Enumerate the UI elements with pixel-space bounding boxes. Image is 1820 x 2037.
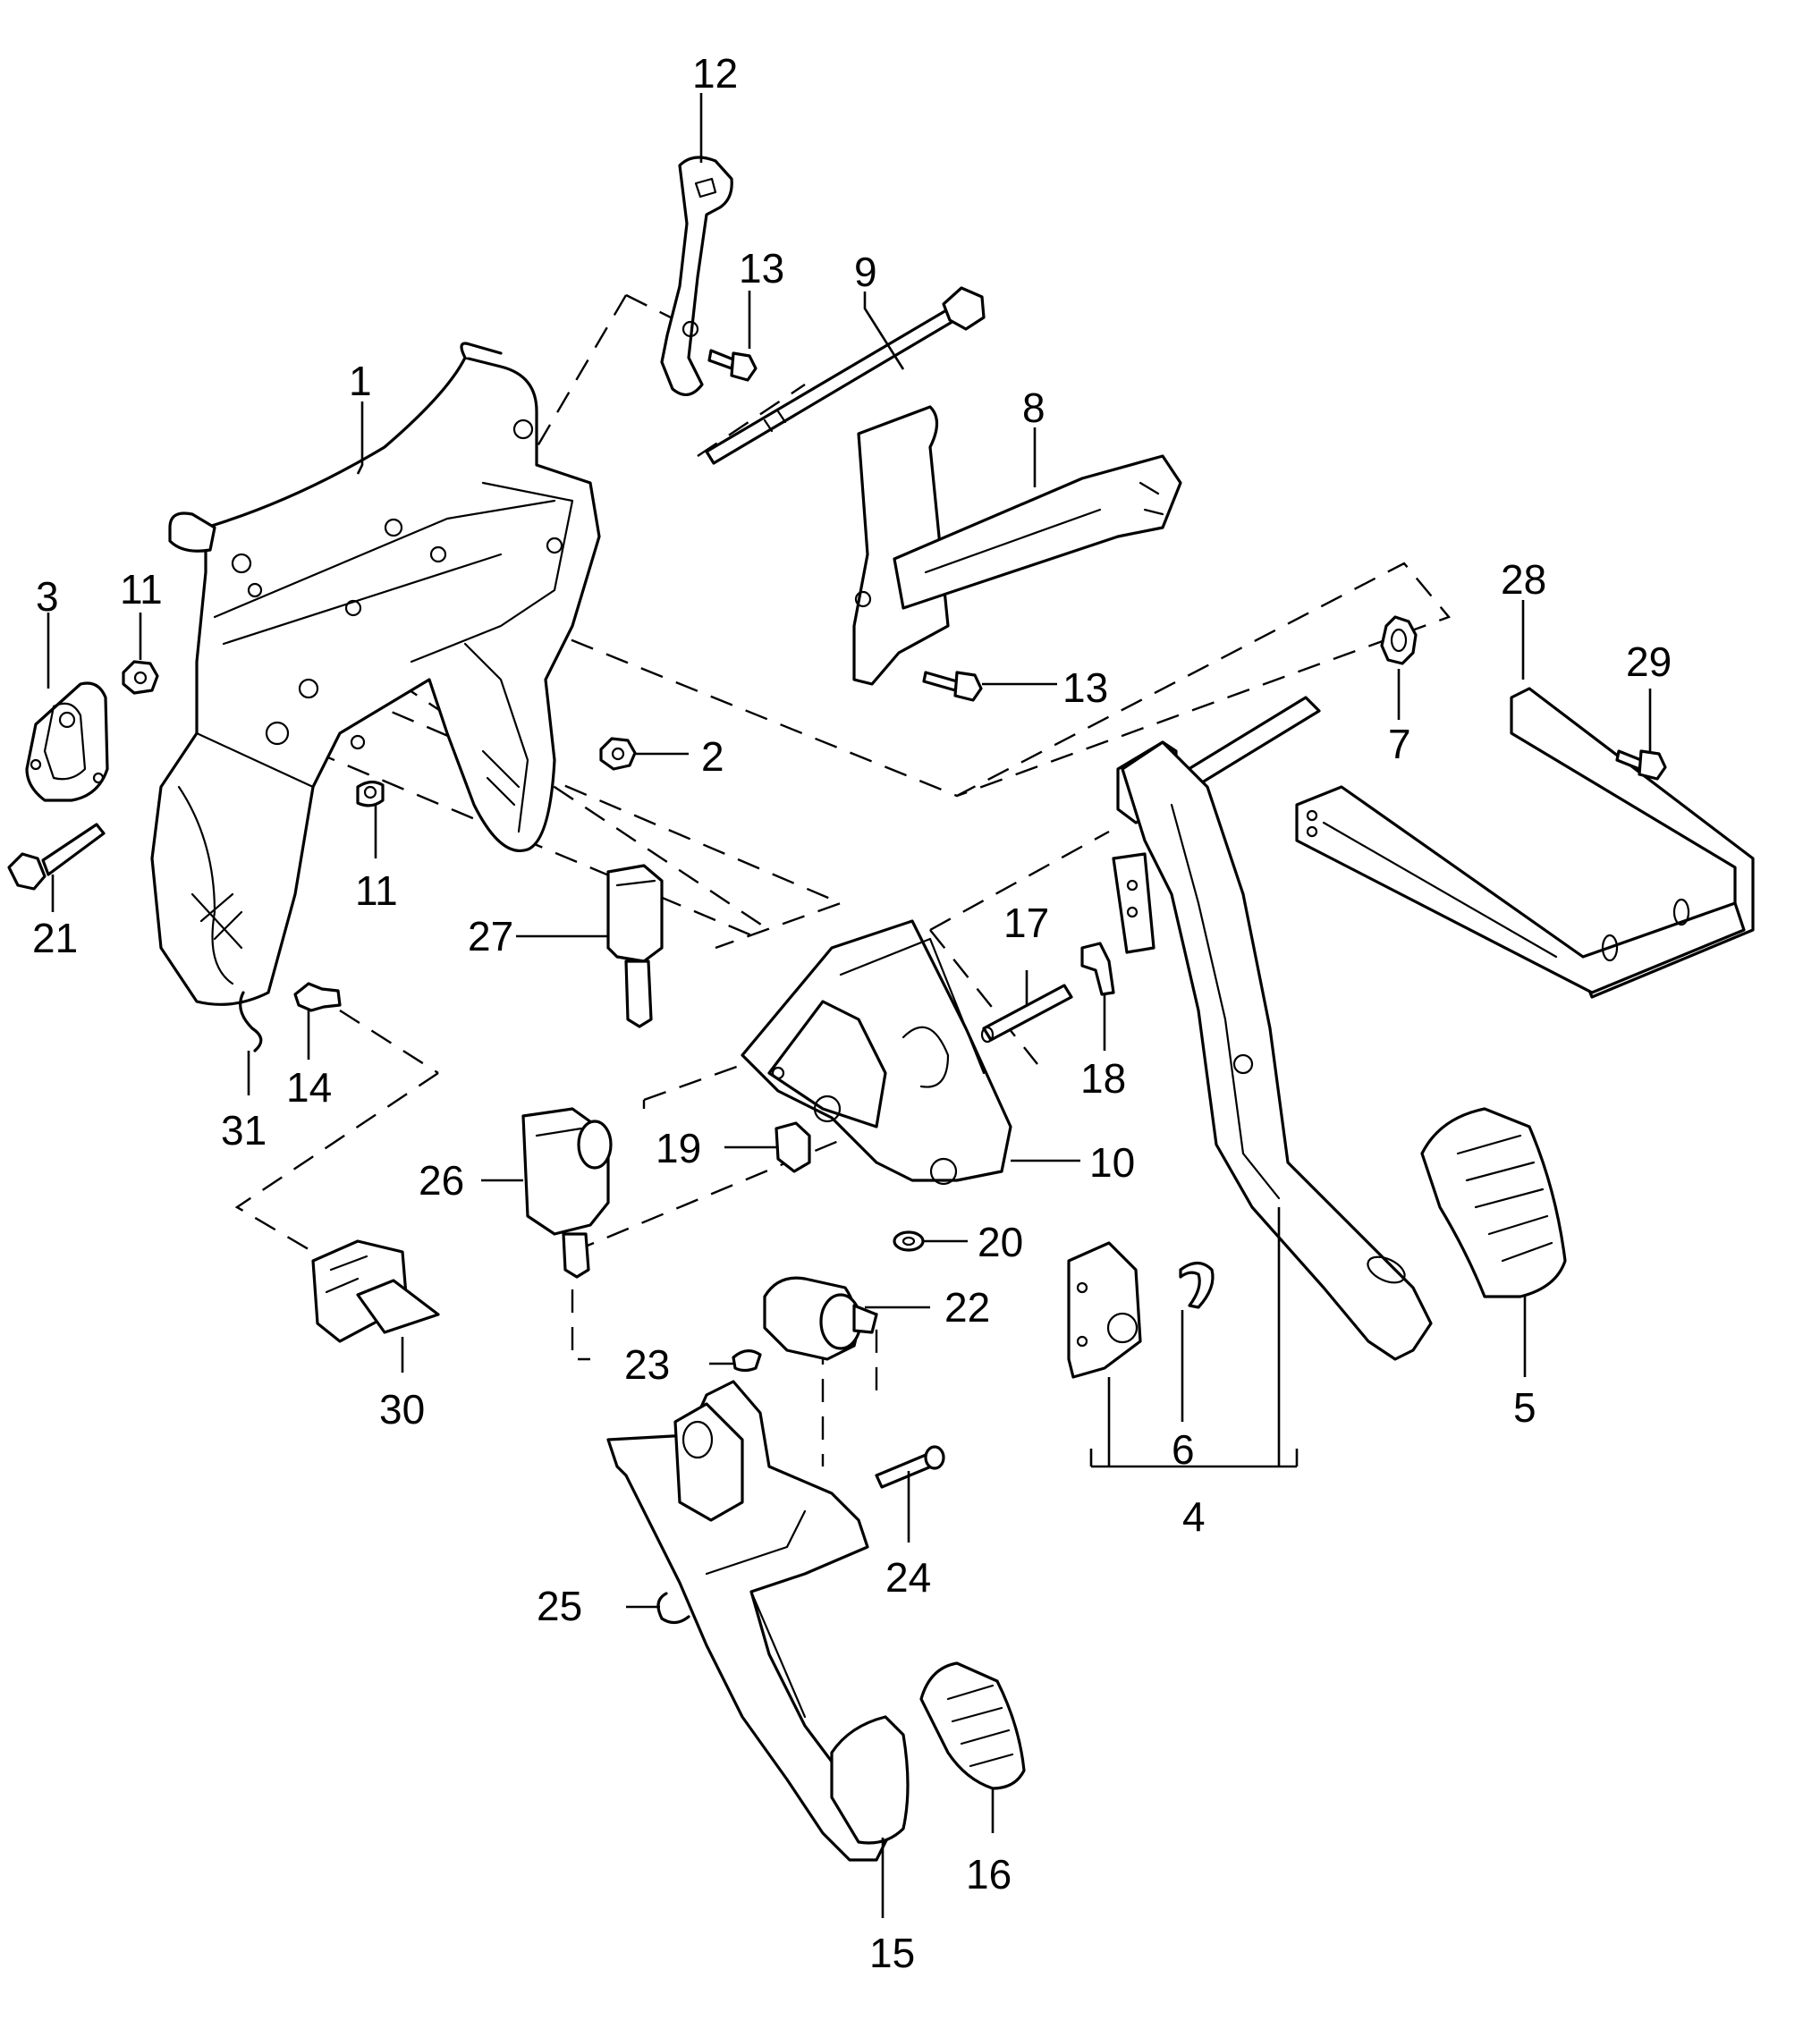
- pedal-pad-part-16: [919, 1661, 1026, 1790]
- bolt-part-13-lower: [922, 671, 983, 702]
- clip-part-6: [1179, 1261, 1215, 1309]
- callout-labels: 12 13 9 8 1 3 11 11 2 21 13 7 28 29 27 1…: [32, 50, 1672, 1976]
- callout-11-upper: 11: [120, 566, 163, 613]
- callout-28: 28: [1501, 556, 1546, 603]
- callout-14: 14: [286, 1064, 332, 1111]
- callout-1: 1: [349, 358, 372, 404]
- callout-21: 21: [32, 915, 78, 961]
- callout-30: 30: [379, 1386, 425, 1433]
- callout-16: 16: [966, 1851, 1012, 1898]
- callout-29: 29: [1626, 638, 1672, 685]
- switch-part-27: [606, 864, 664, 1028]
- clip-part-18: [1080, 942, 1115, 996]
- callout-13-upper: 13: [739, 245, 784, 292]
- callout-23: 23: [624, 1341, 670, 1388]
- spring-clip-part-31: [239, 991, 263, 1052]
- gasket-plate-part: [25, 681, 109, 802]
- callout-11-lower: 11: [355, 867, 398, 914]
- callout-19: 19: [656, 1125, 701, 1171]
- callout-31: 31: [221, 1107, 267, 1154]
- callout-4: 4: [1182, 1493, 1206, 1540]
- callout-8: 8: [1022, 385, 1045, 431]
- bolt-part-13-upper: [707, 349, 758, 382]
- pedal-bracket-part: [150, 342, 601, 1006]
- bushing-block-part: [1067, 1241, 1142, 1379]
- callout-12: 12: [692, 50, 738, 97]
- star-washer-part-7: [1380, 615, 1418, 665]
- callout-5: 5: [1513, 1384, 1536, 1431]
- screw-part-14: [293, 982, 342, 1012]
- callout-22: 22: [944, 1284, 990, 1331]
- callout-3: 3: [36, 573, 59, 620]
- bracket-strip-part-12: [660, 156, 733, 396]
- callout-7: 7: [1388, 721, 1411, 767]
- shaft-part-9: [705, 286, 986, 465]
- callout-9: 9: [854, 249, 877, 295]
- callout-10: 10: [1089, 1139, 1135, 1186]
- washer-part-20: [893, 1230, 925, 1252]
- bracket-part-28: [1295, 687, 1755, 999]
- pin-part-17: [980, 984, 1073, 1044]
- mounting-bracket-part-10: [741, 919, 1012, 1186]
- callout-6: 6: [1172, 1426, 1195, 1473]
- callout-13-lower: 13: [1062, 664, 1108, 711]
- pedal-pad-part-5: [1420, 1107, 1567, 1298]
- clip-part-19: [775, 1121, 811, 1173]
- callout-15: 15: [869, 1930, 915, 1976]
- bolt-part-29: [1615, 749, 1667, 781]
- leader-lines: [47, 93, 1652, 1918]
- sensor-part-26: [521, 1107, 613, 1279]
- callout-18: 18: [1080, 1055, 1126, 1102]
- callout-17: 17: [1003, 900, 1049, 946]
- callout-27: 27: [468, 913, 513, 959]
- clip-part-25: [656, 1592, 690, 1625]
- nut-part-upper: [122, 660, 159, 695]
- bolt-part-21: [7, 823, 106, 891]
- actuator-part-22: [763, 1276, 878, 1361]
- callout-20: 20: [978, 1219, 1023, 1265]
- brake-pedal-part-15: [606, 1380, 910, 1862]
- clip-part-23: [732, 1349, 762, 1373]
- clutch-pedal-lever-part: [1112, 696, 1433, 1361]
- callout-24: 24: [885, 1554, 931, 1601]
- mount-part-30: [311, 1239, 440, 1343]
- nut-part-lower: [356, 780, 385, 807]
- callout-25: 25: [537, 1583, 582, 1629]
- lever-bracket-part-8: [852, 405, 1182, 686]
- pin-part-24: [875, 1445, 945, 1489]
- callout-26: 26: [419, 1157, 464, 1204]
- callout-2: 2: [701, 733, 724, 780]
- nut-part-2: [599, 737, 637, 771]
